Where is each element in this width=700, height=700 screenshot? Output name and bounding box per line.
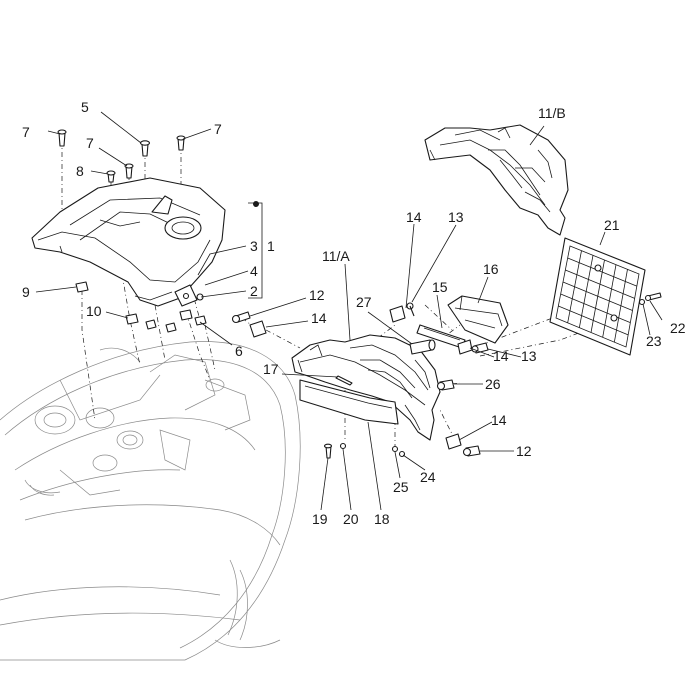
top-cover-part-1 [31,177,226,307]
callout-6: 6 [235,343,243,359]
callout-4: 4 [250,263,258,279]
callout-20: 20 [343,511,359,527]
callout-7-left: 7 [22,124,30,140]
callout-3: 3 [250,238,258,254]
assembly-dot [253,201,259,207]
callout-19: 19 [312,511,328,527]
callout-2: 2 [250,283,258,299]
callout-12-lower: 12 [516,443,532,459]
lens-strip-part-18 [299,379,399,425]
callout-1: 1 [267,238,275,254]
callout-27: 27 [356,294,372,310]
leader-lines [35,111,663,511]
callout-18: 18 [374,511,390,527]
callout-11a: 11/A [322,248,350,264]
cover-small-parts [75,281,207,333]
tail-housing-part-11a [291,334,441,441]
callout-12-upper: 12 [309,287,325,303]
callout-11b: 11/B [538,105,566,121]
callout-17: 17 [263,361,279,377]
callout-21: 21 [604,217,620,233]
callout-7-right: 7 [214,121,222,137]
callout-14-upper: 14 [311,310,327,326]
callout-15: 15 [432,279,448,295]
callout-14-top: 14 [406,209,422,225]
tail-housing-part-11b [424,124,569,236]
reflector-part-16 [447,295,509,344]
grid-line [558,305,629,336]
callout-25: 25 [393,479,409,495]
callout-13-top: 13 [448,209,464,225]
callout-23: 23 [646,333,662,349]
plate-holder-part-21 [549,237,646,356]
callout-9: 9 [22,284,30,300]
callout-7-mid: 7 [86,135,94,151]
fasteners-rear [231,302,489,459]
callout-5: 5 [81,99,89,115]
callout-24: 24 [420,469,436,485]
callout-22: 22 [670,320,686,336]
bulb-socket-part-27 [409,339,436,355]
screws-part-22-23 [638,292,662,306]
callout-8: 8 [76,163,84,179]
callout-13-mid: 13 [521,348,537,364]
callout-14-mid: 14 [493,348,509,364]
callout-labels: 7 5 7 7 8 3 1 4 2 9 10 6 11/B 21 22 23 1… [22,99,686,527]
screws-part-5-7-8 [57,129,186,183]
callout-26: 26 [485,376,501,392]
scooter-body-outline [0,341,301,661]
callout-16: 16 [483,261,499,277]
callout-14-lower: 14 [491,412,507,428]
callout-10: 10 [86,303,102,319]
